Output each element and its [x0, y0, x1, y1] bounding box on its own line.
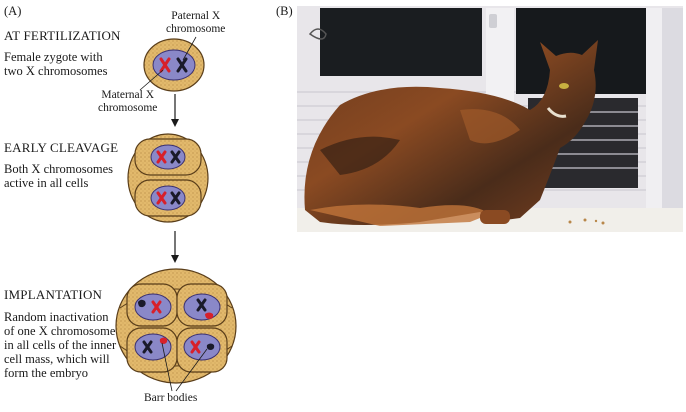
stage-title-implantation: IMPLANTATION	[4, 287, 103, 302]
nucleus-bottom-right	[183, 333, 221, 361]
barr-body-icon	[138, 299, 146, 308]
early-cleavage-embryo	[127, 133, 209, 223]
barr-body-icon	[159, 337, 168, 344]
maternal-x-icon	[156, 150, 167, 205]
zygote-nucleus	[152, 49, 196, 81]
panel-a-label: (A)	[4, 4, 22, 18]
nucleus-bottom-left	[134, 333, 172, 361]
cat-body	[304, 40, 598, 225]
barr-body-icon	[205, 312, 214, 319]
zygote-cell	[143, 38, 205, 92]
paternal-x-icon	[176, 57, 188, 73]
maternal-x-icon	[159, 57, 171, 73]
arrow-down-icon	[171, 94, 179, 127]
maternal-x-icon	[190, 340, 201, 354]
paternal-x-icon	[170, 150, 181, 205]
barr-body-icon	[206, 343, 215, 350]
arrow-down-icon	[171, 231, 179, 263]
window-right	[516, 8, 646, 94]
panel-b-label: (B)	[276, 4, 293, 18]
paternal-x-icon	[196, 298, 207, 312]
barr-bodies-label: Barr bodies	[144, 392, 198, 404]
maternal-leader-line	[139, 69, 164, 91]
barr-leader-line	[161, 342, 173, 392]
stage-desc-early-cleavage: Both X chromosomes active in all cells	[4, 162, 114, 190]
maternal-x-label: Maternal X chromosome	[98, 89, 158, 114]
stage-desc-fertilization: Female zygote with two X chromosomes	[4, 50, 108, 78]
nucleus-top-left	[134, 293, 172, 321]
barr-leader-line	[175, 348, 208, 392]
paternal-leader-line	[182, 36, 197, 61]
maternal-x-icon	[151, 300, 162, 314]
x-inactivation-diagram	[115, 36, 237, 392]
stage-title-early-cleavage: EARLY CLEAVAGE	[4, 140, 119, 155]
paternal-x-label: Paternal X chromosome	[166, 10, 226, 35]
cleavage-nucleus-bottom	[150, 185, 186, 211]
cleavage-nucleus-top	[150, 144, 186, 170]
window-left	[320, 8, 482, 76]
stage-title-fertilization: AT FERTILIZATION	[4, 28, 121, 43]
stage-desc-implantation: Random inactivation of one X chromosome …	[4, 310, 117, 380]
implantation-embryo	[115, 268, 237, 384]
paternal-x-icon	[142, 340, 153, 354]
